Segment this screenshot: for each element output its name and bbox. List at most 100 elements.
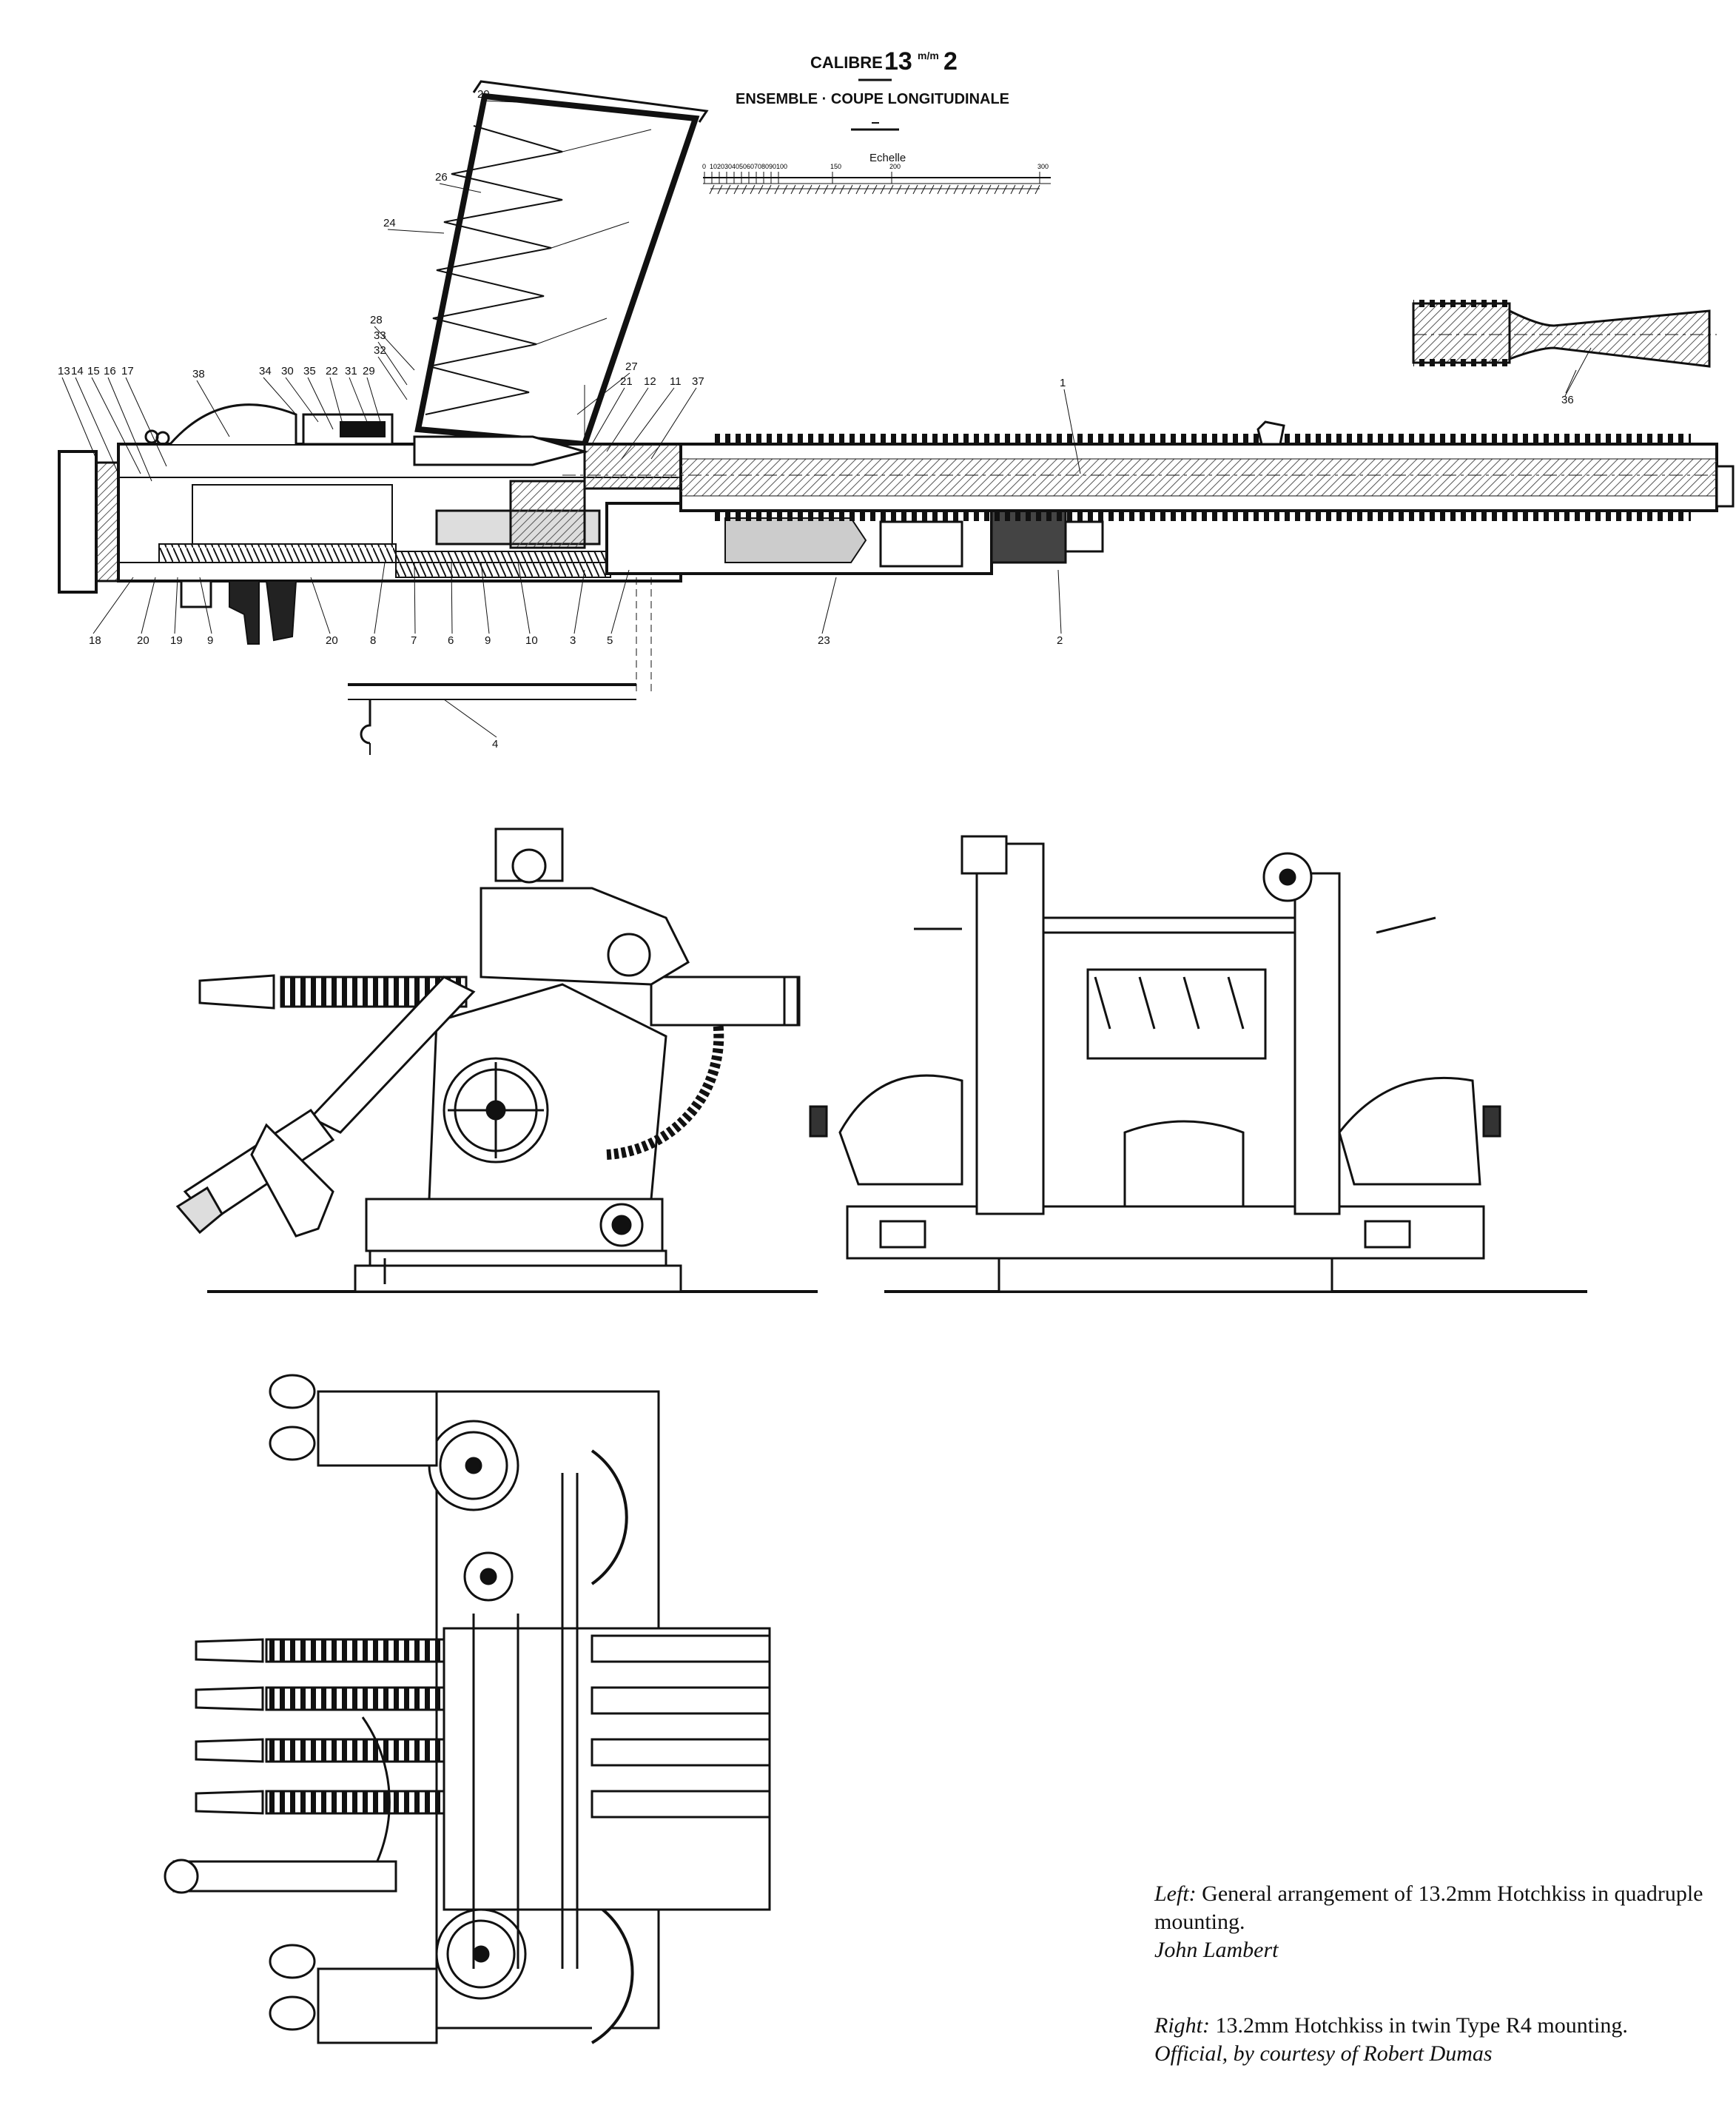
part-number-label: 38	[192, 368, 205, 380]
part-leader-line	[307, 377, 334, 430]
quad-mount-plan-view	[164, 1374, 771, 2044]
part-leader-line	[821, 577, 837, 634]
scale-hatch	[831, 184, 837, 195]
quad-mount-side-view	[175, 827, 818, 1293]
part-leader-line	[480, 562, 490, 634]
scale-tick-label: 70	[754, 163, 761, 170]
scale-hatch	[733, 184, 739, 195]
scale-hatch	[929, 184, 935, 195]
scale-hatch	[766, 184, 772, 195]
part-leader-line	[196, 380, 230, 437]
scale-hatch	[725, 184, 731, 195]
part-number-label: 15	[87, 365, 100, 377]
part-number-label: 8	[370, 634, 376, 647]
part-leader-line	[439, 183, 482, 193]
calibre-value: 13	[884, 47, 912, 75]
part-number-label: 33	[374, 329, 386, 342]
part-number-label: 17	[121, 365, 134, 377]
part-number-label: 4	[492, 738, 498, 751]
part-number-label: 1	[1060, 377, 1066, 389]
scale-hatch	[896, 184, 902, 195]
scale-hatch	[1018, 184, 1024, 195]
scale-tick-label: 40	[732, 163, 739, 170]
part-leader-line	[329, 377, 345, 430]
part-leader-line	[75, 377, 119, 474]
scale-hatch	[953, 184, 959, 195]
caption-left-block: Left: General arrangement of 13.2mm Hotc…	[1154, 1880, 1724, 1964]
part-number-label: 22	[326, 365, 338, 377]
part-leader-line	[199, 577, 212, 634]
part-leader-line	[374, 562, 386, 634]
scale-hatch	[994, 184, 1000, 195]
part-leader-line	[414, 562, 416, 634]
caption-left-label-html: Left:	[1154, 1881, 1197, 1906]
part-number-label: 31	[345, 365, 357, 377]
scale-hatch	[1010, 184, 1016, 195]
part-number-label: 27	[625, 360, 638, 373]
scale-hatch	[880, 184, 886, 195]
gun-longitudinal-section	[58, 80, 1735, 755]
part-number-label: 26	[435, 171, 448, 184]
part-number-label: 36	[1561, 394, 1574, 406]
part-leader-line	[610, 569, 630, 634]
scale-tick-label: 30	[724, 163, 732, 170]
scale-tick-label: 200	[889, 163, 901, 170]
scale-hatch	[888, 184, 894, 195]
part-leader-line	[377, 356, 408, 400]
part-leader-line	[606, 387, 649, 452]
part-leader-line	[366, 377, 386, 437]
caption-left-text: General arrangement of 13.2mm Hotchkiss …	[1154, 1881, 1703, 1934]
scale-hatch	[741, 184, 747, 195]
part-leader-line	[481, 100, 519, 103]
scale-hatch	[782, 184, 788, 195]
scale-tick-label: 80	[761, 163, 769, 170]
part-number-label: 5	[607, 634, 613, 647]
scale-tick-label: 150	[830, 163, 841, 170]
part-number-label: 9	[485, 634, 491, 647]
part-number-label: 20	[326, 634, 338, 647]
part-number-label: 24	[383, 217, 396, 229]
scale-hatch	[855, 184, 861, 195]
part-leader-line	[92, 577, 134, 634]
part-leader-line	[451, 562, 453, 634]
part-leader-line	[174, 577, 178, 634]
part-leader-line	[1063, 389, 1081, 474]
drawing-subtitle: ENSEMBLE · COUPE LONGITUDINALE	[736, 91, 1009, 107]
part-number-label: 28	[370, 314, 383, 326]
scale-tick-label: 50	[739, 163, 747, 170]
caption-right-paragraph: Right: 13.2mm Hotchkiss in twin Type R4 …	[1154, 2012, 1724, 2040]
scale-hatch	[945, 184, 951, 195]
scale-hatch	[986, 184, 992, 195]
part-number-label: 37	[692, 375, 704, 388]
part-number-label: 6	[448, 634, 454, 647]
scale-tick-label: 0	[702, 163, 706, 170]
scale-tick-label: 90	[769, 163, 776, 170]
caption-left-paragraph: Left: General arrangement of 13.2mm Hotc…	[1154, 1880, 1724, 1936]
caption-right-text: 13.2mm Hotchkiss in twin Type R4 mountin…	[1215, 2013, 1628, 2038]
part-leader-line	[443, 699, 497, 738]
part-leader-line	[107, 377, 152, 482]
calibre-suffix: 2	[943, 47, 958, 75]
part-number-label: 13	[58, 365, 70, 377]
scale-hatch	[847, 184, 853, 195]
part-leader-line	[576, 372, 630, 415]
scale-hatch	[774, 184, 780, 195]
part-number-label: 10	[525, 634, 538, 647]
caption-right-label: Right:	[1154, 2013, 1210, 2038]
calibre-word: CALIBRE	[810, 53, 883, 72]
part-number-label: 23	[818, 634, 830, 647]
part-number-label: 7	[411, 634, 417, 647]
part-number-label: 11	[670, 375, 682, 388]
part-leader-line	[125, 377, 167, 467]
part-number-label: 2	[1057, 634, 1063, 647]
scale-hatch	[815, 184, 821, 195]
scale-hatch	[790, 184, 796, 195]
plate-header: CALIBRE 13 m/m 2 ENSEMBLE · COUPE LONGIT…	[736, 47, 1009, 131]
part-leader-line	[349, 377, 371, 430]
part-leader-line	[91, 377, 141, 474]
scale-hatch	[807, 184, 813, 195]
caption-left-credit: John Lambert	[1154, 1938, 1279, 1962]
part-number-label: 9	[207, 634, 213, 647]
scale-hatch	[823, 184, 829, 195]
